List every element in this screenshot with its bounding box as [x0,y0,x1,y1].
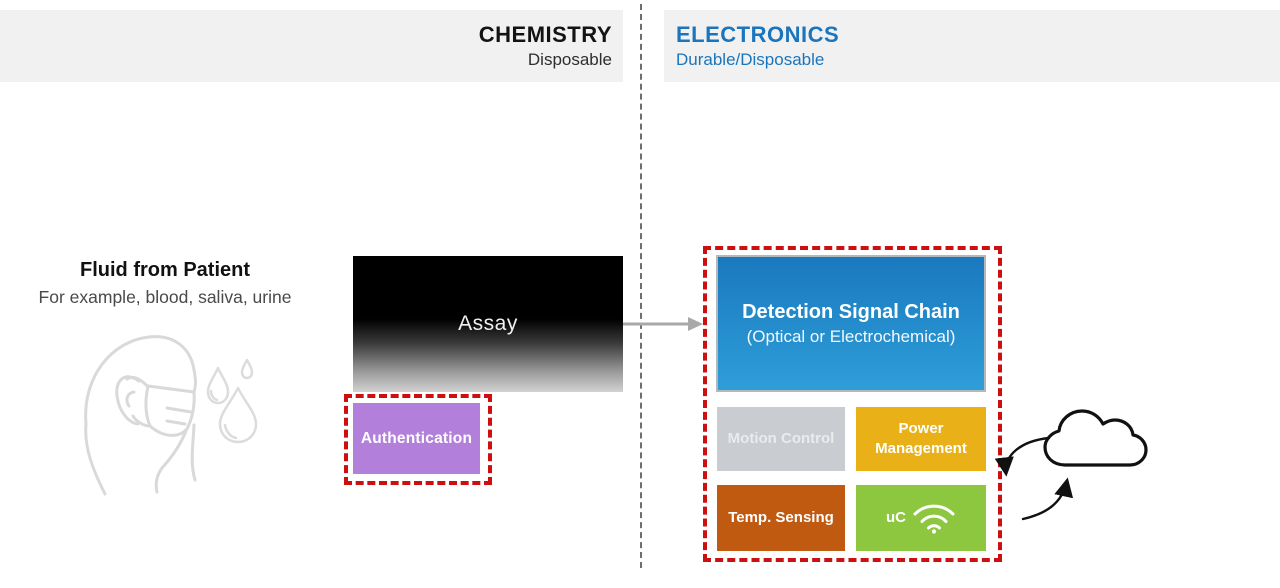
temp-sensing-label: Temp. Sensing [728,508,834,526]
cloud-upload-arrow [1021,477,1074,521]
power-management-label: Power Management [875,419,967,457]
detection-title: Detection Signal Chain [742,301,960,323]
detection-signal-chain-box: Detection Signal Chain (Optical or Elect… [716,255,986,392]
masked-patient-icon [84,335,258,496]
temp-sensing-box: Temp. Sensing [717,485,845,551]
wifi-icon [913,504,955,534]
authentication-label: Authentication [360,429,473,447]
section-divider-dashed-line [640,4,642,568]
fluid-drops-icon [206,358,258,444]
authentication-dashed-outline: Authentication [344,394,492,485]
motion-control-box: Motion Control [717,407,845,471]
detection-subtitle: (Optical or Electrochemical) [746,327,956,346]
electronics-dashed-outline: Detection Signal Chain (Optical or Elect… [703,246,1002,562]
motion-control-label: Motion Control [727,429,835,447]
cloud-icon [1043,409,1148,467]
chemistry-subtitle: Disposable [527,49,612,69]
cloud-download-arrow [995,436,1051,477]
patient-title: Fluid from Patient [80,259,250,281]
masked-head-outline [84,335,197,496]
authentication-box: Authentication [353,403,480,474]
uc-label: uC [886,508,906,526]
chemistry-title: CHEMISTRY [478,21,612,47]
assay-box: Assay [353,256,623,392]
electronics-title: ELECTRONICS [676,21,840,47]
cloud-connectivity-graphic [995,409,1148,521]
electronics-header-band: ELECTRONICS Durable/Disposable [664,10,1280,82]
patient-label-group: Fluid from Patient For example, blood, s… [0,257,330,310]
uc-box: uC [856,485,986,551]
assay-to-detection-arrow [623,317,703,331]
patient-subtitle: For example, blood, saliva, urine [38,287,292,307]
power-management-box: Power Management [856,407,986,471]
chemistry-header-band: CHEMISTRY Disposable [0,10,623,82]
assay-label: Assay [458,312,518,335]
electronics-subtitle: Durable/Disposable [676,49,825,69]
